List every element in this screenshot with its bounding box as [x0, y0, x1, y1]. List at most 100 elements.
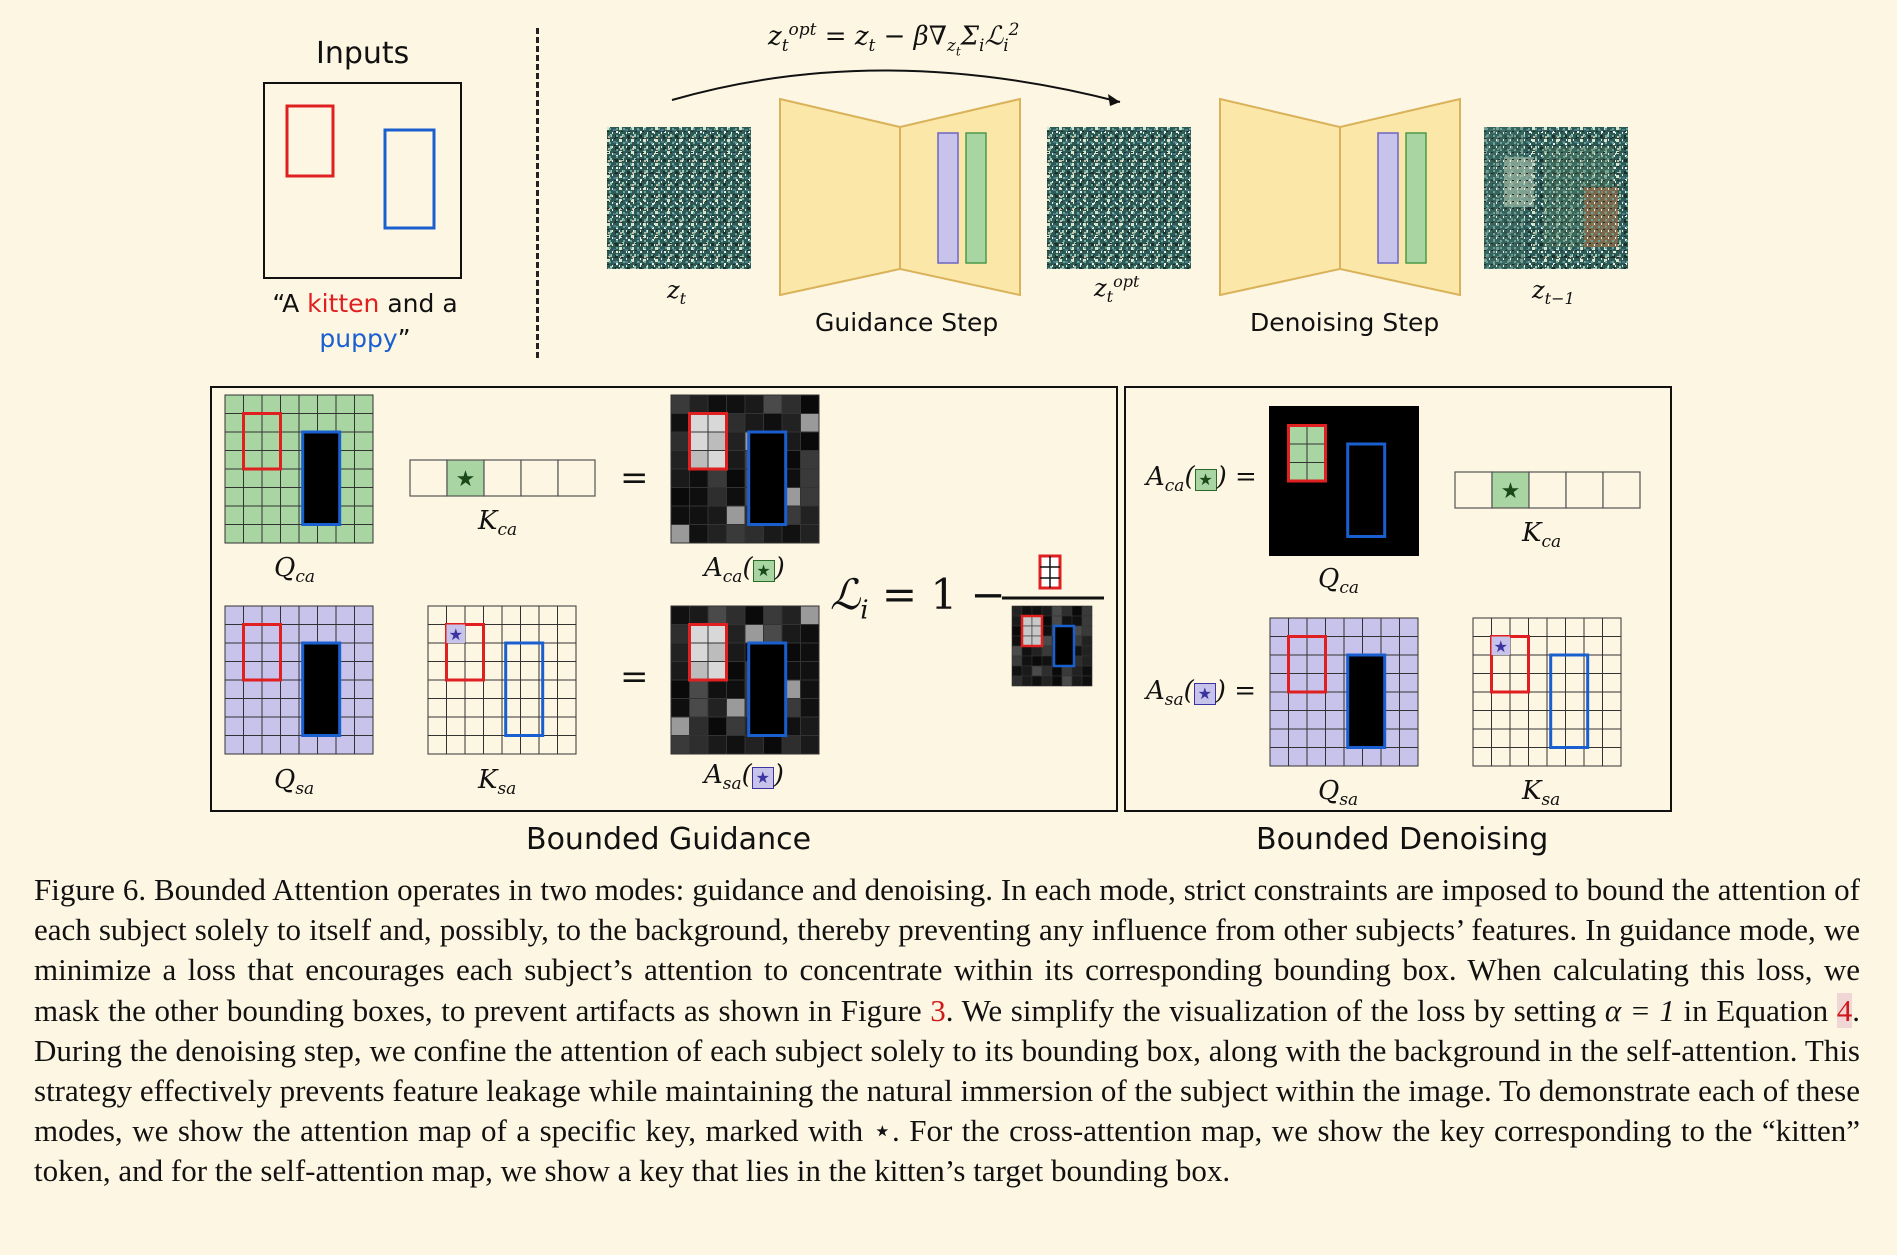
- grid-cell: [726, 524, 746, 544]
- grid-cell: [280, 468, 300, 488]
- grid-cell: [1011, 645, 1023, 657]
- puppy-bbox: [1052, 624, 1076, 668]
- token-cell: [446, 459, 485, 497]
- grid-cell: [744, 735, 764, 755]
- grid-cell: [1602, 710, 1622, 730]
- grid-cell: [224, 394, 244, 414]
- grid-cell: [1472, 747, 1492, 767]
- a-ca-label: Aca(★): [704, 553, 785, 588]
- grid-cell: [243, 431, 263, 451]
- equation-ref-link[interactable]: 4: [1836, 992, 1853, 1028]
- grid-cell: [1325, 710, 1345, 730]
- grid-cell: [224, 487, 244, 507]
- grid-cell: [689, 605, 709, 625]
- grid-cell: [427, 735, 447, 755]
- grid-cell: [800, 450, 820, 470]
- latent-zt-image: [607, 127, 751, 269]
- caption-label: Figure 6.: [34, 872, 147, 907]
- grid-cell: [1061, 665, 1073, 677]
- figure-ref-link[interactable]: 3: [930, 992, 946, 1028]
- grid-cell: [689, 413, 709, 433]
- grid-cell: [1565, 728, 1585, 748]
- grid-cell: [1011, 635, 1023, 647]
- puppy-bbox: [747, 430, 788, 526]
- grid-cell: [1565, 691, 1585, 711]
- grid-cell: [670, 468, 690, 488]
- grid-cell: [670, 698, 690, 718]
- grid-cell: [261, 605, 281, 625]
- grid-cell: [354, 624, 374, 644]
- grid-cell: [800, 431, 820, 451]
- grid-cell: [354, 468, 374, 488]
- grid-cell: [1362, 747, 1382, 767]
- grid-cell: [1071, 665, 1083, 677]
- grid-cell: [261, 679, 281, 699]
- grid-cell: [483, 679, 503, 699]
- grid-cell: [1011, 605, 1023, 617]
- grid-cell: [1491, 747, 1511, 767]
- grid-cell: [689, 524, 709, 544]
- grid-cell: [726, 487, 746, 507]
- token-cell: [557, 459, 596, 497]
- puppy-bbox: [747, 641, 788, 737]
- grid-cell: [354, 524, 374, 544]
- grid-cell: [1472, 636, 1492, 656]
- grid-cell: [261, 716, 281, 736]
- grid-cell: [1269, 691, 1289, 711]
- q-sa-label: Qsa: [274, 765, 315, 800]
- grid-cell: [261, 524, 281, 544]
- grid-cell: [689, 487, 709, 507]
- grid-cell: [243, 505, 263, 525]
- grid-cell: [1472, 691, 1492, 711]
- grid-cell: [335, 605, 355, 625]
- grid-cell: [1602, 617, 1622, 637]
- grid-cell: [1306, 425, 1326, 445]
- grid-cell: [1031, 625, 1043, 637]
- grid-cell: [464, 624, 484, 644]
- grid-cell: [1288, 443, 1308, 463]
- denoise-k-ca-label: Kca: [1522, 518, 1562, 553]
- k-sa-grid: ★: [427, 605, 577, 755]
- grid-cell: [1306, 617, 1326, 637]
- grid-cell: [1565, 747, 1585, 767]
- grid-cell: [1041, 675, 1053, 687]
- grid-cell: [557, 698, 577, 718]
- grid-cell: [670, 505, 690, 525]
- grid-cell: [707, 698, 727, 718]
- grid-cell: [1269, 710, 1289, 730]
- latent-zt-opt-label: ztopt: [1094, 272, 1140, 306]
- grid-cell: [1491, 617, 1511, 637]
- grid-cell: [1081, 605, 1093, 617]
- grid-cell: [670, 413, 690, 433]
- denoise-k-sa-grid: ★: [1472, 617, 1622, 767]
- grid-cell: [1325, 673, 1345, 693]
- grid-cell: [689, 642, 709, 662]
- grid-cell: [1041, 625, 1053, 637]
- grid-cell: [317, 394, 337, 414]
- grid-cell: [1021, 635, 1033, 647]
- grid-cell: [557, 661, 577, 681]
- grid-cell: [446, 679, 466, 699]
- alpha-equation: α = 1: [1604, 992, 1675, 1028]
- grid-cell: [1491, 654, 1511, 674]
- grid-cell: [501, 735, 521, 755]
- latent-zt-label: zt: [667, 276, 687, 308]
- grid-cell: [1343, 636, 1363, 656]
- grid-cell: [670, 524, 690, 544]
- grid-cell: [557, 716, 577, 736]
- grid-cell: [800, 524, 820, 544]
- grid-cell: [781, 394, 801, 414]
- grid-cell: [1528, 710, 1548, 730]
- grid-cell: [261, 450, 281, 470]
- grid-cell: [261, 431, 281, 451]
- grid-cell: [1399, 654, 1419, 674]
- key-cell: [1491, 636, 1510, 655]
- grid-cell: [280, 487, 300, 507]
- inputs-title: Inputs: [316, 36, 410, 71]
- grid-cell: [354, 642, 374, 662]
- grid-cell: [800, 505, 820, 525]
- bounded-guidance-label: Bounded Guidance: [526, 822, 812, 857]
- grid-cell: [1325, 728, 1345, 748]
- grid-cell: [354, 605, 374, 625]
- grid-cell: [707, 450, 727, 470]
